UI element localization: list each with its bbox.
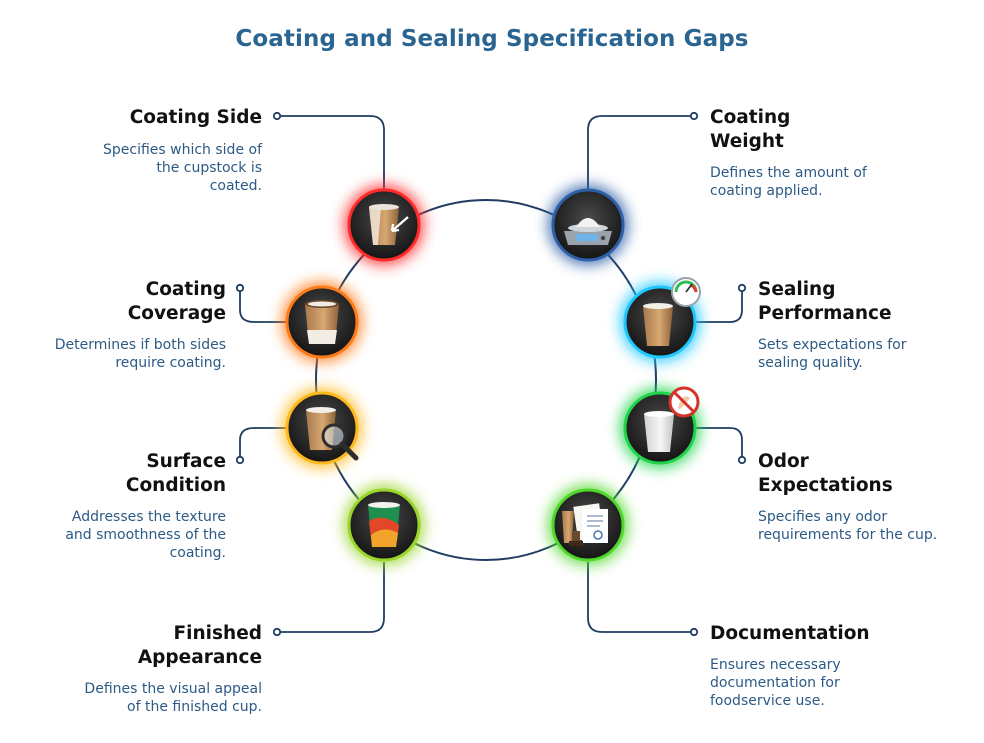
connector-coating-weight: [587, 115, 694, 194]
heading-documentation: Documentation: [710, 623, 870, 644]
connector-documentation: [587, 562, 694, 633]
heading-finished-appearance: Finished Appearance: [137, 623, 262, 668]
endpoint-dot: [235, 283, 245, 293]
description-surface-condition: Addresses the texture and smoothness of …: [65, 509, 226, 561]
node-coating-side: [344, 185, 424, 265]
heading-coating-side: Coating Side: [129, 107, 262, 128]
endpoint-dot: [272, 111, 282, 121]
node-finished-appearance: [344, 485, 424, 565]
connector-sealing-performance: [696, 288, 743, 323]
heading-odor-expectations: Odor Expectations: [758, 451, 893, 496]
connector-odor-expectations: [696, 427, 743, 460]
endpoint-dot: [689, 111, 699, 121]
documents-stamp-icon: [562, 503, 608, 546]
central-ring: [315, 199, 657, 561]
heading-sealing-performance: Sealing Performance: [758, 279, 892, 324]
description-documentation: Ensures necessary documentation for food…: [710, 657, 841, 709]
endpoint-dot: [737, 283, 747, 293]
cup-with-arrow-icon: [369, 204, 409, 245]
endpoint-dot: [737, 455, 747, 465]
heading-coating-coverage: Coating Coverage: [127, 279, 226, 324]
no-odor-icon: [644, 386, 700, 452]
node-odor-expectations: [620, 386, 700, 468]
node-sealing-performance: [620, 277, 701, 362]
endpoint-dot: [235, 455, 245, 465]
description-coating-coverage: Determines if both sides require coating…: [54, 337, 226, 371]
cup-coverage-icon: [305, 300, 339, 344]
endpoint-dot: [272, 627, 282, 637]
node-surface-condition: [282, 388, 362, 468]
heading-surface-condition: Surface Condition: [125, 451, 226, 496]
node-documentation: [548, 485, 628, 565]
connector-finished-appearance: [277, 562, 385, 633]
page-title: Coating and Sealing Specification Gaps: [235, 26, 749, 52]
connector-surface-condition: [239, 427, 288, 460]
cup-with-gauge-icon: [643, 277, 701, 346]
description-sealing-performance: Sets expectations for sealing quality.: [758, 337, 907, 371]
connector-coating-side: [277, 115, 385, 194]
connector-coating-coverage: [239, 288, 288, 323]
node-coating-weight: [548, 185, 628, 265]
magnifier-cup-icon: [306, 407, 359, 461]
printed-cup-icon: [368, 502, 400, 547]
node-coating-coverage: [282, 282, 362, 362]
scale-icon: [564, 218, 612, 245]
description-coating-side: Specifies which side of the cupstock is …: [102, 142, 262, 194]
heading-coating-weight: Coating Weight: [710, 107, 791, 152]
description-coating-weight: Defines the amount of coating applied.: [710, 165, 867, 199]
endpoint-dot: [689, 627, 699, 637]
description-odor-expectations: Specifies any odor requirements for the …: [758, 509, 938, 543]
description-finished-appearance: Defines the visual appeal of the finishe…: [84, 681, 262, 715]
